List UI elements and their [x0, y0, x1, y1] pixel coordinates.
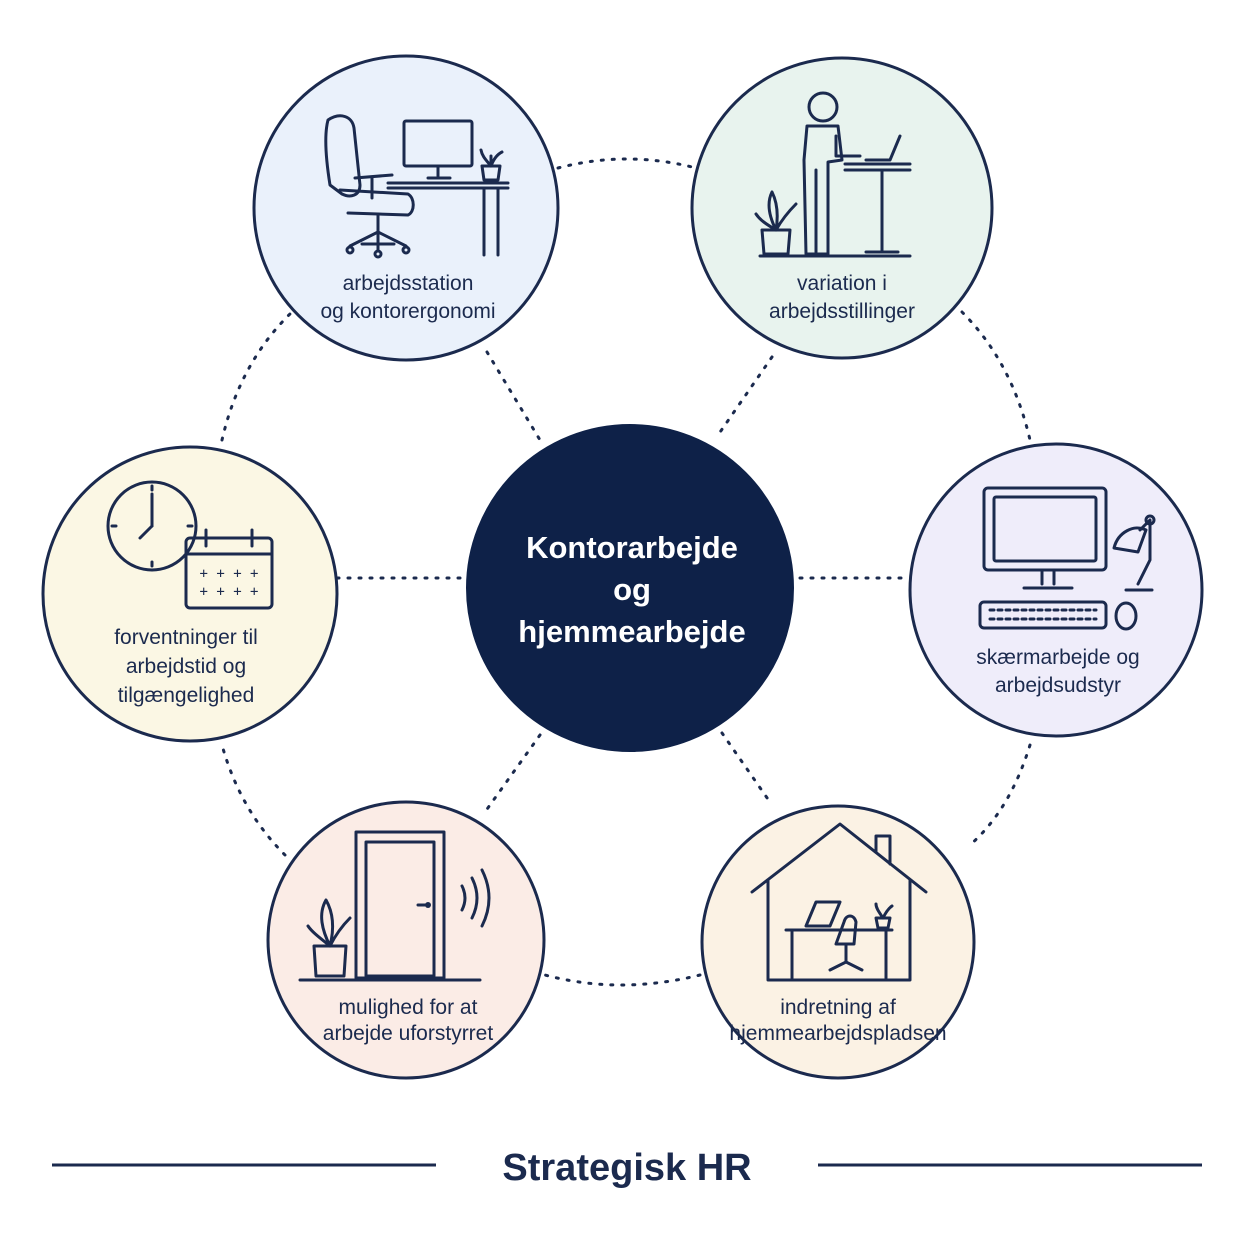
- node-homeoffice: indretning af hjemmearbejdspladsen: [700, 804, 976, 1080]
- spoke-workstation: [485, 350, 542, 442]
- house-desk-icon: [750, 822, 928, 982]
- clock-calendar-icon: + + + + + + + +: [106, 480, 274, 610]
- connector-homeoffice-undisturbed: [543, 973, 702, 987]
- connector-undisturbed-availability: [220, 743, 287, 857]
- node-workstation-label-2: og kontorergonomi: [320, 300, 495, 323]
- node-homeoffice-label-2: hjemmearbejdspladsen: [729, 1022, 946, 1045]
- connector-workstation-postures: [556, 157, 698, 170]
- spoke-homeoffice: [720, 731, 774, 807]
- node-postures-label-1: variation i: [797, 272, 887, 295]
- spoke-connectors: [335, 350, 910, 814]
- node-availability-label-2: arbejdstid og: [126, 655, 246, 678]
- node-availability: + + + + + + + + forventninger til arbejd…: [41, 445, 339, 743]
- spoke-undisturbed: [483, 733, 542, 814]
- node-availability-label-3: tilgængelighed: [118, 684, 255, 707]
- office-chair-desk-icon: [324, 114, 510, 259]
- center-label-line-1: Kontorarbejde: [526, 530, 738, 565]
- node-availability-circle: [41, 445, 339, 743]
- center-label-line-3: hjemmearbejde: [518, 614, 745, 649]
- node-undisturbed-label-2: arbejde uforstyrret: [323, 1022, 494, 1045]
- node-postures-circle: [690, 56, 994, 360]
- node-undisturbed-circle: [266, 800, 546, 1080]
- node-postures: variation i arbejdsstillinger: [690, 56, 994, 360]
- closed-door-icon: [298, 830, 491, 982]
- connector-postures-screen: [960, 310, 1032, 442]
- node-screen-label-2: arbejdsudstyr: [995, 674, 1121, 697]
- node-screen: skærmarbejde og arbejdsudstyr: [908, 442, 1204, 738]
- connector-screen-homeoffice: [968, 743, 1032, 847]
- node-workstation: arbejdsstation og kontorergonomi: [252, 54, 560, 362]
- node-screen-label-1: skærmarbejde og: [976, 646, 1139, 669]
- spoke-postures: [714, 355, 774, 440]
- center-label-line-2: og: [613, 572, 651, 607]
- outer-ring-connectors: [220, 157, 1032, 987]
- node-undisturbed: mulighed for at arbejde uforstyrret: [266, 800, 546, 1080]
- footer: Strategisk HR: [52, 1147, 1202, 1189]
- node-postures-label-2: arbejdsstillinger: [769, 300, 915, 323]
- connector-availability-workstation: [220, 310, 294, 442]
- footer-title: Strategisk HR: [502, 1147, 751, 1189]
- node-undisturbed-label-1: mulighed for at: [339, 996, 478, 1019]
- svg-text:+ + + +: + + + +: [199, 584, 258, 600]
- node-availability-label-1: forventninger til: [114, 626, 258, 649]
- node-homeoffice-label-1: indretning af: [780, 996, 896, 1019]
- svg-text:+ + + +: + + + +: [199, 566, 258, 582]
- monitor-keyboard-icon: [978, 486, 1156, 631]
- center-circle: [464, 422, 796, 754]
- node-workstation-circle: [252, 54, 560, 362]
- center-node: Kontorarbejde og hjemmearbejde: [464, 422, 796, 754]
- node-workstation-label-1: arbejdsstation: [343, 272, 474, 295]
- standing-desk-icon: [754, 91, 912, 258]
